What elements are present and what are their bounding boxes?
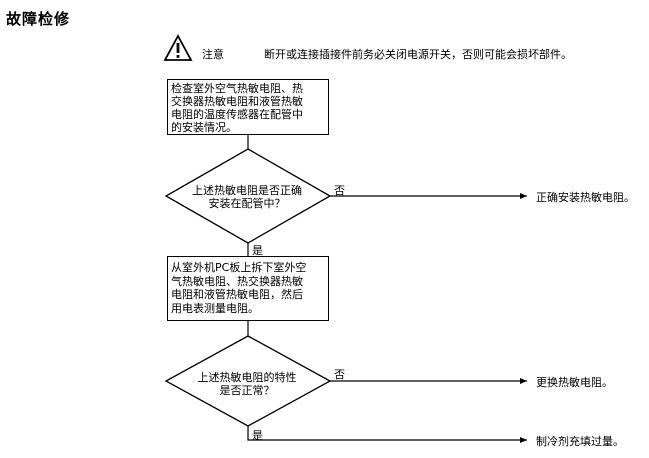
step2-line: 用电表测量电阻。 (171, 301, 259, 315)
decision2-yes-result: 制冷剂充填过量。 (536, 435, 624, 448)
step2-line: 从室外机PC板上拆下室外空 (171, 261, 307, 274)
step1-line: 电阻的温度传感器在配管中 (171, 108, 303, 121)
caution-label: 注意 (202, 48, 224, 61)
decision2-line: 是否正常？ (219, 384, 275, 397)
decision2-yes-label: 是 (252, 429, 263, 442)
decision2-no-result: 更换热敏电阻。 (536, 376, 613, 389)
decision2-text: 上述热敏电阻的特性 是否正常？ (172, 371, 322, 397)
step1-line: 交换器热敏电阻和液管热敏 (171, 95, 303, 108)
step1-line: 检查室外空气热敏电阻、热 (171, 82, 303, 95)
yes-arrow-2 (247, 426, 527, 443)
step-box-check-install: 检查室外空气热敏电阻、热 交换器热敏电阻和液管热敏 电阻的温度传感器在配管中 的… (167, 79, 329, 135)
decision2-line: 上述热敏电阻的特性 (197, 371, 297, 384)
decision1-yes-label: 是 (252, 244, 263, 257)
page-title: 故障检修 (6, 10, 71, 28)
decision1-no-result: 正确安装热敏电阻。 (536, 191, 635, 204)
decision1-line: 上述热敏电阻是否正确 (192, 184, 302, 197)
step1-line: 的安装情况。 (171, 121, 237, 134)
step2-line: 气热敏电阻、热交换器热敏 (171, 274, 303, 288)
warning-triangle-icon (163, 34, 193, 61)
decision1-no-label: 否 (334, 184, 345, 197)
decision1-line: 安装在配管中？ (208, 197, 286, 210)
decision2-no-label: 否 (334, 368, 345, 381)
step2-line: 电阻和液管热敏电阻，然后 (171, 288, 303, 301)
step-box-measure-resistance: 从室外机PC板上拆下室外空 气热敏电阻、热交换器热敏 电阻和液管热敏电阻，然后 … (167, 256, 329, 321)
decision1-text: 上述热敏电阻是否正确 安装在配管中？ (172, 184, 322, 210)
caution-text: 断开或连接插接件前务必关闭电源开关，否则可能会损坏部件。 (264, 48, 572, 61)
